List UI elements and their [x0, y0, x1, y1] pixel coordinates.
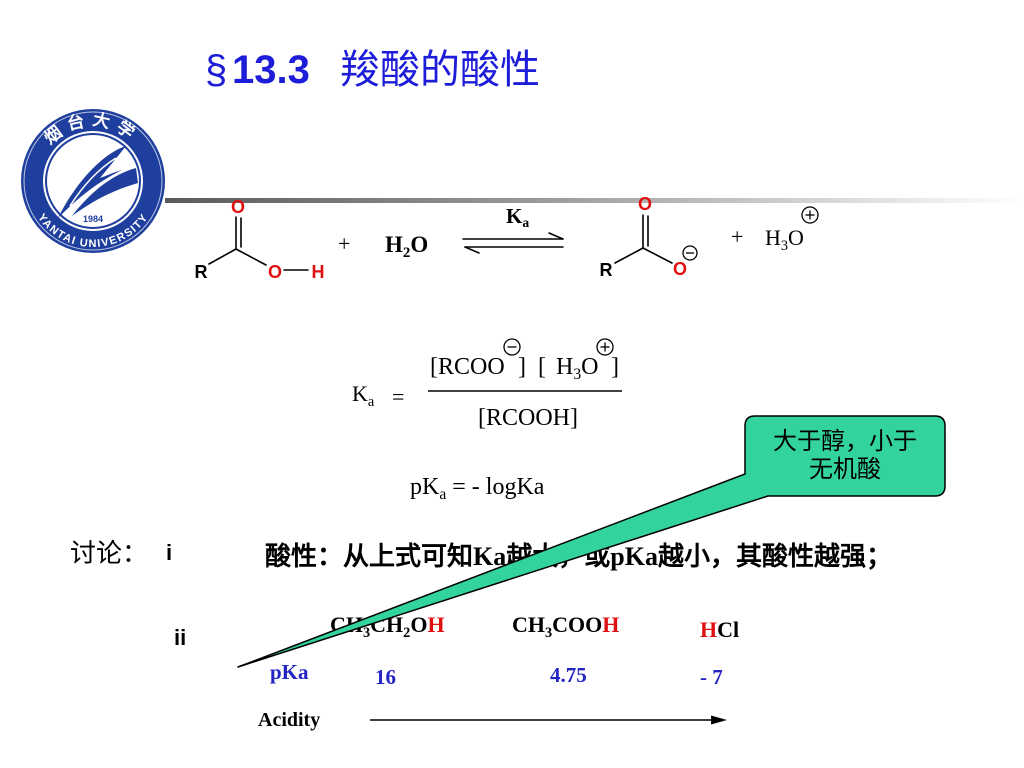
- acetic-subscript-3: 3: [545, 624, 553, 641]
- discussion-statement: 酸性：从上式可知Ka越大，或pKa越小，其酸性越强；: [265, 541, 892, 572]
- pka-row-label: pKa: [270, 660, 309, 684]
- water-subscript: 2: [402, 244, 411, 261]
- pka-pk: pK: [410, 474, 440, 500]
- hydronium-charge-circle: [801, 206, 819, 224]
- seal-wave-shape: [72, 168, 138, 216]
- ka-equals: =: [392, 384, 405, 409]
- anion-oxygen: O: [672, 259, 687, 279]
- negative-charge-icon: [682, 245, 698, 261]
- numerator-hydronium: H3O: [556, 354, 599, 382]
- negative-charge-icon: [503, 338, 521, 356]
- hydronium-o: O: [788, 225, 804, 250]
- compound-ethanol: CH3CH2OH: [330, 612, 445, 640]
- equilibrium-arrows-icon: [462, 232, 564, 254]
- hydronium-formula: H3O: [765, 225, 804, 253]
- statement-part-1: 酸性：从上式可知: [265, 541, 474, 571]
- acidity-label: Acidity: [258, 709, 321, 731]
- seal-wing-stripe: [69, 157, 117, 207]
- ethanol-o: O: [410, 612, 428, 637]
- anion-r-carbon-bond: [614, 247, 644, 264]
- hcl-acidic-h: H: [700, 617, 718, 642]
- forward-arrow-barb: [548, 232, 564, 240]
- seal-inner-ring: [45, 133, 141, 229]
- numerator-hydronium-o: O: [581, 354, 599, 380]
- constant-k: K: [506, 204, 523, 228]
- hcl-cl: Cl: [717, 617, 740, 642]
- plus-sign: +: [731, 224, 744, 249]
- ethanol-ch-2: CH: [370, 612, 404, 637]
- numerator-anion-charge-circle: [503, 338, 521, 356]
- acid-carbonyl-oxygen: O: [230, 197, 245, 217]
- acid-hydroxyl-oxygen: O: [267, 262, 282, 282]
- reverse-arrow-barb: [464, 246, 480, 254]
- acid-carbon-oxygen-bond: [235, 248, 267, 266]
- callout-line-2: 无机酸: [809, 456, 881, 483]
- seal-year: 1984: [83, 214, 103, 224]
- title-section-mark: §: [205, 48, 228, 92]
- acid-r-group: R: [194, 262, 208, 282]
- anion-carbonyl-oxygen: O: [637, 194, 652, 214]
- constant-subscript: a: [522, 215, 530, 231]
- ka-subscript: a: [367, 393, 375, 410]
- acidity-arrow-head: [711, 715, 727, 725]
- denominator: [RCOOH]: [478, 405, 578, 431]
- pka-value-hydrochloric-acid: - 7: [700, 665, 723, 689]
- statement-part-3: 越小，其酸性越强；: [657, 541, 892, 571]
- pka-value-acetic-acid: 4.75: [550, 663, 587, 687]
- pka-value-ethanol: 16: [375, 665, 396, 689]
- numerator-hydronium-charge-circle: [596, 338, 614, 356]
- plus-sign: +: [338, 231, 351, 256]
- ethanol-subscript-2: 2: [403, 624, 411, 641]
- numerator-hydronium-h: H: [556, 354, 574, 380]
- callout-text: 大于醇，小于 无机酸: [745, 428, 945, 484]
- header-divider: [165, 198, 1024, 203]
- ethanol-subscript-3: 3: [363, 624, 371, 641]
- water-o: O: [410, 232, 429, 257]
- pka-rest: = - logKa: [446, 474, 545, 500]
- ethanol-ch: CH: [330, 612, 363, 637]
- statement-ka: Ka: [473, 542, 507, 571]
- acetic-ch: CH: [512, 612, 545, 637]
- positive-charge-icon: [596, 338, 614, 356]
- hydronium-h: H: [765, 225, 781, 250]
- ka-symbol: Ka: [352, 381, 374, 409]
- discussion-label: 讨论：: [70, 538, 149, 568]
- ka-k: K: [352, 381, 368, 406]
- water-formula: H2O: [385, 232, 429, 260]
- university-seal-icon: 1984 烟台大学 YANTAI UNIVERSITY: [21, 108, 165, 253]
- anion-charge-circle: [682, 245, 698, 261]
- acid-structure-bonds: [208, 216, 309, 271]
- hydronium-subscript: 3: [780, 237, 789, 254]
- numerator-hydronium-subscript: 3: [573, 365, 582, 383]
- right-arrow-icon: [370, 715, 727, 725]
- pka-expression: pKa = - logKa: [410, 474, 545, 502]
- callout-line-1: 大于醇，小于: [773, 428, 917, 455]
- positive-charge-icon: [801, 206, 819, 224]
- anion-r-group: R: [599, 260, 613, 280]
- page-title: 羧酸的酸性: [340, 48, 540, 92]
- acid-hydrogen: H: [311, 262, 325, 282]
- compound-acetic-acid: CH3COOH: [512, 612, 620, 640]
- numerator-carboxylate: [RCOO: [430, 354, 505, 380]
- numerator-close-bracket: ]: [518, 354, 526, 380]
- seal-wing-shape: [58, 146, 126, 218]
- discussion-item-2-marker: ii: [174, 625, 187, 650]
- statement-pka: pKa: [610, 542, 658, 571]
- equilibrium-constant-label: Ka: [506, 204, 530, 231]
- anion-structure-bonds: [614, 214, 673, 264]
- pka-subscript: a: [439, 485, 447, 503]
- title-number: 13.3: [232, 48, 310, 92]
- water-h: H: [385, 232, 403, 257]
- numerator-final-bracket: ]: [611, 354, 619, 380]
- numerator-open-bracket: [: [538, 354, 546, 380]
- statement-part-2: 越大，或: [506, 541, 611, 571]
- acid-r-carbon-bond: [208, 248, 237, 265]
- seal-rim-line: [23, 111, 163, 251]
- compound-hydrochloric-acid: HCl: [700, 619, 739, 641]
- ethanol-acidic-h: H: [427, 612, 445, 637]
- acetic-acidic-h: H: [602, 612, 620, 637]
- acetic-coo: COO: [552, 612, 603, 637]
- discussion-item-1-marker: i: [166, 540, 173, 565]
